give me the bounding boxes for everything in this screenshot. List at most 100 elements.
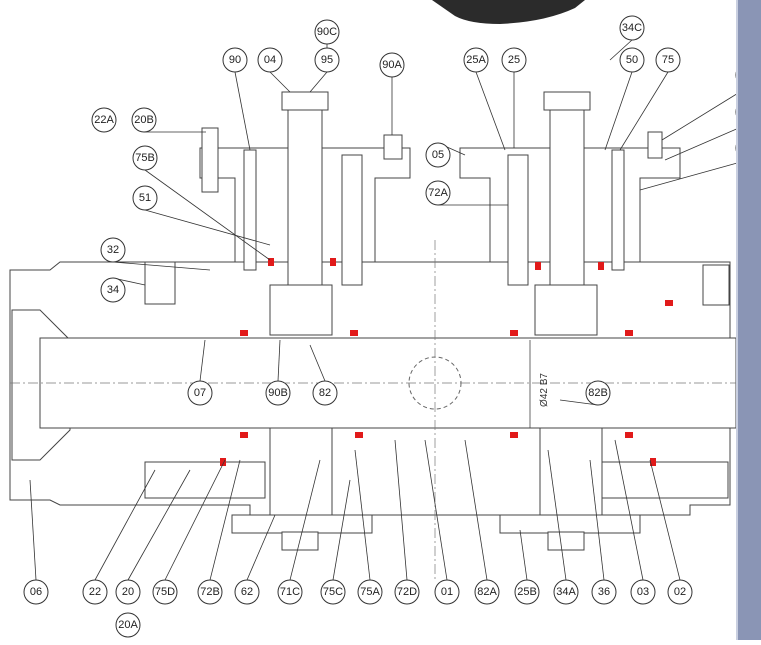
leader-line: [309, 71, 328, 93]
balloon-label: 36: [598, 586, 610, 598]
balloon-label: 06: [30, 586, 42, 598]
lower-bolt-right: [599, 461, 729, 499]
screw-90A: [383, 134, 403, 160]
leader-line: [269, 71, 291, 93]
leader-line: [475, 71, 506, 151]
balloon-02: 02: [667, 579, 693, 605]
balloon-90b: 90B: [265, 380, 291, 406]
balloon-label: 62: [241, 586, 253, 598]
balloon-07: 07: [187, 380, 213, 406]
balloon-label: 90B: [268, 387, 288, 399]
leader-line: [246, 514, 276, 581]
balloon-34: 34: [100, 277, 126, 303]
balloon-circle: [131, 107, 157, 133]
right-valve-seat: [534, 284, 598, 336]
seals: [220, 258, 673, 466]
balloon-label: 75A: [360, 586, 380, 598]
leader-line: [127, 469, 191, 581]
balloon-90: 90: [222, 47, 248, 73]
balloon-circle: [132, 185, 158, 211]
balloon-label: 90C: [317, 26, 337, 38]
balloon-05: 05: [425, 142, 451, 168]
balloon-75b: 75B: [132, 145, 158, 171]
leader-line: [559, 399, 599, 406]
balloon-circle: [265, 380, 291, 406]
balloon-51: 51: [132, 185, 158, 211]
balloon-22a: 22A: [91, 107, 117, 133]
lower-bolt-left: [144, 461, 266, 499]
balloon-71c: 71C: [277, 579, 303, 605]
balloon-circle: [312, 380, 338, 406]
balloon-circle: [222, 47, 248, 73]
balloon-01: 01: [434, 579, 460, 605]
balloon-circle: [82, 579, 108, 605]
balloon-circle: [152, 579, 178, 605]
plug-right: [507, 154, 529, 286]
balloon-circle: [619, 15, 645, 41]
nut-34A: [547, 531, 585, 551]
balloon-20: 20: [115, 579, 141, 605]
lower-plug-left: [269, 427, 333, 517]
leader-line: [589, 459, 605, 581]
balloon-90a: 90A: [379, 52, 405, 78]
balloon-label: 75B: [135, 152, 155, 164]
balloon-circle: [277, 579, 303, 605]
balloon-04: 04: [257, 47, 283, 73]
balloon-50: 50: [619, 47, 645, 73]
balloon-82: 82: [312, 380, 338, 406]
balloon-25b: 25B: [514, 579, 540, 605]
balloon-label: 75D: [155, 586, 175, 598]
side-panel: [738, 0, 761, 640]
balloon-circle: [434, 579, 460, 605]
top-knob-shape: [432, 0, 585, 24]
balloon-label: 90A: [382, 59, 402, 71]
right-stem-cap: [543, 91, 591, 111]
balloon-82a: 82A: [474, 579, 500, 605]
leader-line: [199, 339, 206, 382]
side-bolt-right: [702, 264, 730, 306]
leader-line: [144, 209, 271, 246]
balloon-label: 32: [107, 244, 119, 256]
balloon-32: 32: [100, 237, 126, 263]
leader-line: [209, 459, 241, 581]
balloon-circle: [394, 579, 420, 605]
balloon-06: 06: [23, 579, 49, 605]
balloon-label: 72A: [428, 187, 448, 199]
right-top-block: [459, 147, 681, 263]
bore-dimension-text: Ø42 B7: [539, 373, 550, 407]
balloon-circle: [425, 180, 451, 206]
balloon-label: 72B: [200, 586, 220, 598]
balloon-circle: [474, 579, 500, 605]
balloon-circle: [379, 52, 405, 78]
leader-line: [664, 123, 749, 161]
leader-line: [464, 439, 488, 581]
balloon-label: 82: [319, 387, 331, 399]
side-bolt-left: [144, 261, 176, 305]
balloon-34c: 34C: [619, 15, 645, 41]
balloon-25a: 25A: [463, 47, 489, 73]
balloon-label: 03: [637, 586, 649, 598]
balloon-circle: [463, 47, 489, 73]
balloon-25: 25: [501, 47, 527, 73]
balloon-circle: [514, 579, 540, 605]
balloon-circle: [257, 47, 283, 73]
balloon-label: 50: [626, 54, 638, 66]
balloon-circle: [655, 47, 681, 73]
balloon-label: 82A: [477, 586, 497, 598]
balloon-label: 20: [122, 586, 134, 598]
leader-line: [619, 71, 669, 151]
plug-left: [341, 154, 363, 286]
balloon-label: 75: [662, 54, 674, 66]
balloon-75: 75: [655, 47, 681, 73]
leader-line: [309, 344, 326, 382]
balloon-20a: 20A: [115, 612, 141, 638]
window-edge: [736, 0, 738, 640]
leader-line: [354, 449, 371, 581]
balloon-72d: 72D: [394, 579, 420, 605]
balloon-circle: [630, 579, 656, 605]
balloon-circle: [314, 47, 340, 73]
balloon-label: 04: [264, 54, 276, 66]
leader-line: [112, 261, 211, 271]
leader-line: [234, 71, 251, 151]
left-stem: [287, 91, 323, 293]
